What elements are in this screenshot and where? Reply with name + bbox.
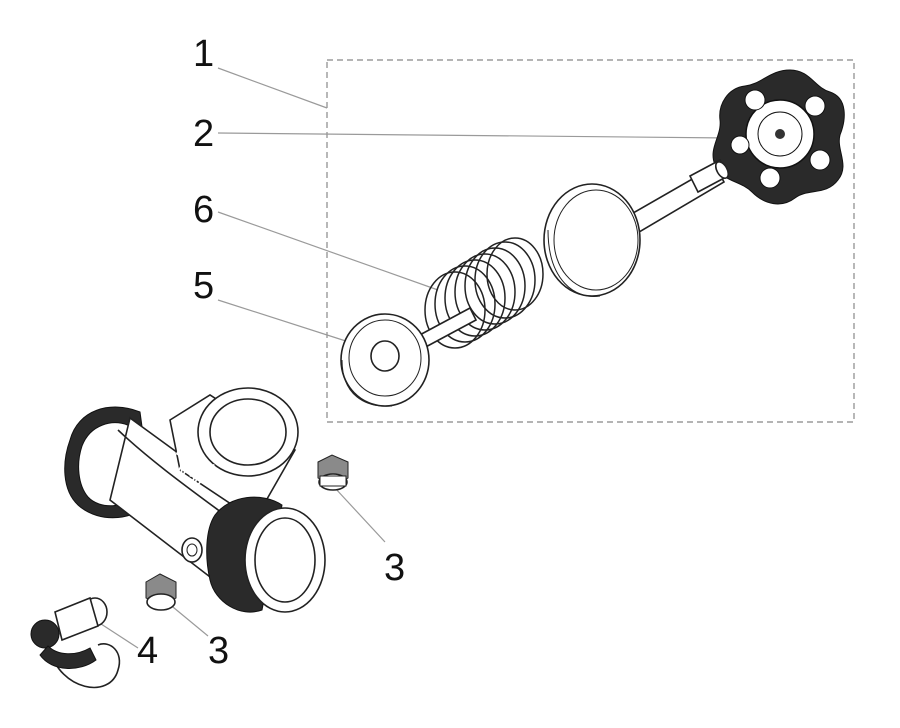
callout-3-lower: 3 [208,630,229,672]
drain-plug-lower-part [145,573,177,611]
drain-valve-part [30,596,121,689]
bonnet-disc-part [543,183,641,297]
callout-5: 5 [193,265,214,307]
leader-lines [97,67,731,649]
callout-4: 4 [137,630,158,672]
handwheel-part [712,69,845,205]
assembly-boundary [326,59,855,423]
strainer-body-part: DVGW DN 50 DIN [64,387,326,613]
callout-labels: 1 2 6 5 3 3 4 [137,33,405,672]
valve-disc-part [340,306,478,407]
callout-6: 6 [193,189,214,231]
callout-1: 1 [193,33,214,75]
drain-plug-upper-part [317,454,349,491]
callout-2: 2 [193,113,214,155]
spring-part [424,237,544,349]
callout-3-upper: 3 [384,547,405,589]
